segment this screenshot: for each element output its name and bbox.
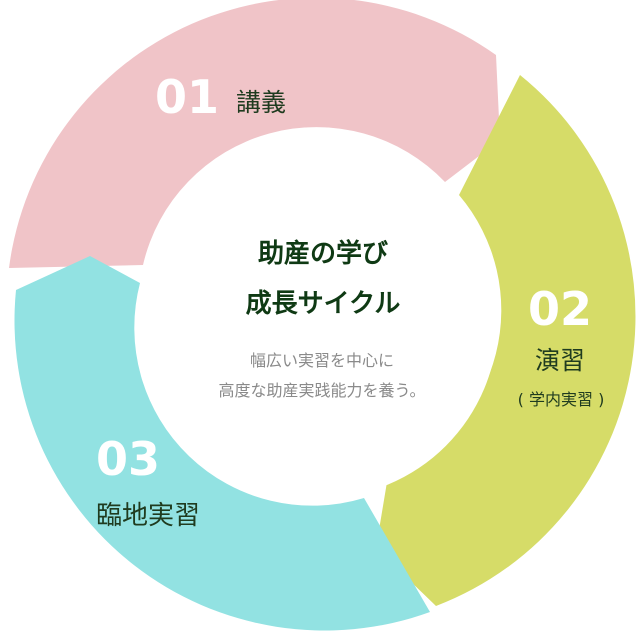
segment-clinical-practice xyxy=(14,256,431,631)
center-title-line2: 成長サイクル xyxy=(246,289,401,319)
segment-number-02: 02 xyxy=(528,282,592,336)
segment-label-01: 講義 xyxy=(236,88,286,117)
segment-label-03: 臨地実習 xyxy=(96,501,200,531)
segment-sublabel-02: ( 学内実習 ) xyxy=(518,390,605,409)
segment-number-01: 01 xyxy=(155,70,219,124)
center-description-line2: 高度な助産実践能力を養う。 xyxy=(218,381,425,400)
segment-lecture xyxy=(9,0,500,268)
center-description-line1: 幅広い実習を中心に xyxy=(250,351,394,370)
center-circle xyxy=(142,142,498,498)
segment-number-03: 03 xyxy=(96,432,160,486)
segment-exercise xyxy=(376,75,636,606)
segment-label-02: 演習 xyxy=(535,346,585,375)
center-title-line1: 助産の学び xyxy=(258,238,388,269)
